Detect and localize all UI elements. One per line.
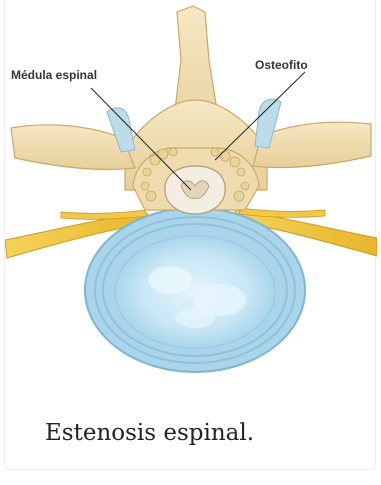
figure-caption: Estenosis espinal. xyxy=(45,420,254,446)
figure-card: Médula espinal Osteofito Estenosis espin… xyxy=(4,0,376,470)
intervertebral-disc xyxy=(85,208,305,372)
spinal-stenosis-illustration xyxy=(5,0,377,390)
spinal-cord-label: Médula espinal xyxy=(11,68,97,82)
vertebra xyxy=(11,6,371,214)
osteophyte-label: Osteofito xyxy=(255,58,308,72)
